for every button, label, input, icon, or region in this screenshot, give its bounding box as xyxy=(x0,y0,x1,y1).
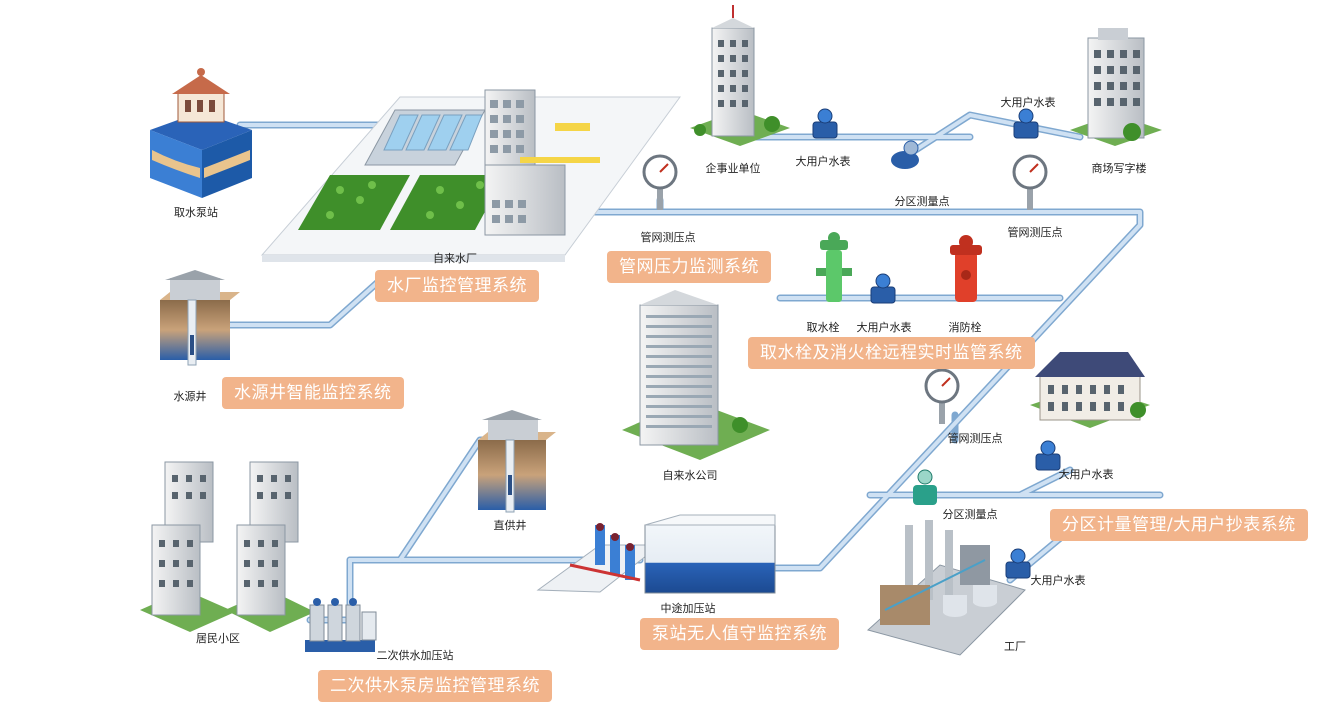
large-meter-label: 大用户水表 xyxy=(1058,468,1114,481)
commercial-building-label: 商场写字楼 xyxy=(1091,162,1147,175)
water-company-label: 自来水公司 xyxy=(662,469,718,482)
pressure-point-label: 管网测压点 xyxy=(947,432,1003,445)
hydrant-supervision-system-badge: 取水栓及消火栓远程实时监管系统 xyxy=(748,337,1035,369)
secondary-pump-room-system-badge: 二次供水泵房监控管理系统 xyxy=(318,670,552,702)
zone-measuring-point-label: 分区测量点 xyxy=(942,508,998,521)
commercial-building-icon xyxy=(1070,28,1162,146)
water-plant-icon xyxy=(260,89,681,262)
large-meter-label: 大用户水表 xyxy=(1030,574,1086,587)
zone-metering-system-badge: 分区计量管理/大用户抄表系统 xyxy=(1050,509,1308,541)
residential-buildings-icon xyxy=(140,461,315,632)
intake-pump-station-icon xyxy=(150,68,252,198)
booster-station-label: 中途加压站 xyxy=(660,602,716,615)
booster-station-icon xyxy=(536,514,776,594)
network-pressure-system-badge: 管网压力监测系统 xyxy=(607,251,771,283)
secondary-pump-station-label: 二次供水加压站 xyxy=(376,649,454,662)
direct-supply-well-icon xyxy=(478,410,556,513)
pressure-gauge-icon xyxy=(642,154,1048,424)
pump-station-unattended-system-badge: 泵站无人值守监控系统 xyxy=(640,618,839,650)
water-meter-icon xyxy=(812,108,1061,579)
water-source-well-icon xyxy=(160,270,240,366)
plant-monitoring-system-badge: 水厂监控管理系统 xyxy=(375,270,539,302)
factory-icon xyxy=(866,520,1026,656)
mansion-building-icon xyxy=(1030,352,1150,428)
well-monitoring-system-badge: 水源井智能监控系统 xyxy=(222,377,404,409)
enterprise-unit-label: 企事业单位 xyxy=(705,162,761,175)
pressure-point-label: 管网测压点 xyxy=(1007,226,1063,239)
direct-supply-well-label: 直供井 xyxy=(493,519,527,532)
water-source-well-label: 水源井 xyxy=(173,390,207,403)
zone-measuring-point-label: 分区测量点 xyxy=(894,195,950,208)
enterprise-building-icon xyxy=(690,5,790,146)
large-meter-label: 大用户水表 xyxy=(1000,96,1056,109)
intake-hydrant-label: 取水栓 xyxy=(806,321,840,334)
large-meter-label: 大用户水表 xyxy=(795,155,851,168)
fire-hydrant-label: 消防栓 xyxy=(948,321,982,334)
flow-meter-icon xyxy=(891,140,937,505)
intake-hydrant-icon xyxy=(816,232,852,302)
residential-area-label: 居民小区 xyxy=(196,632,240,645)
intake-pump-station-label: 取水泵站 xyxy=(174,206,218,219)
water-plant-label: 自来水厂 xyxy=(433,252,477,265)
factory-label: 工厂 xyxy=(1004,640,1026,653)
secondary-pump-station-icon xyxy=(305,598,377,652)
fire-hydrant-icon xyxy=(950,235,982,302)
water-company-building-icon xyxy=(622,290,770,460)
large-meter-label: 大用户水表 xyxy=(856,321,912,334)
pressure-point-label: 管网测压点 xyxy=(640,231,696,244)
